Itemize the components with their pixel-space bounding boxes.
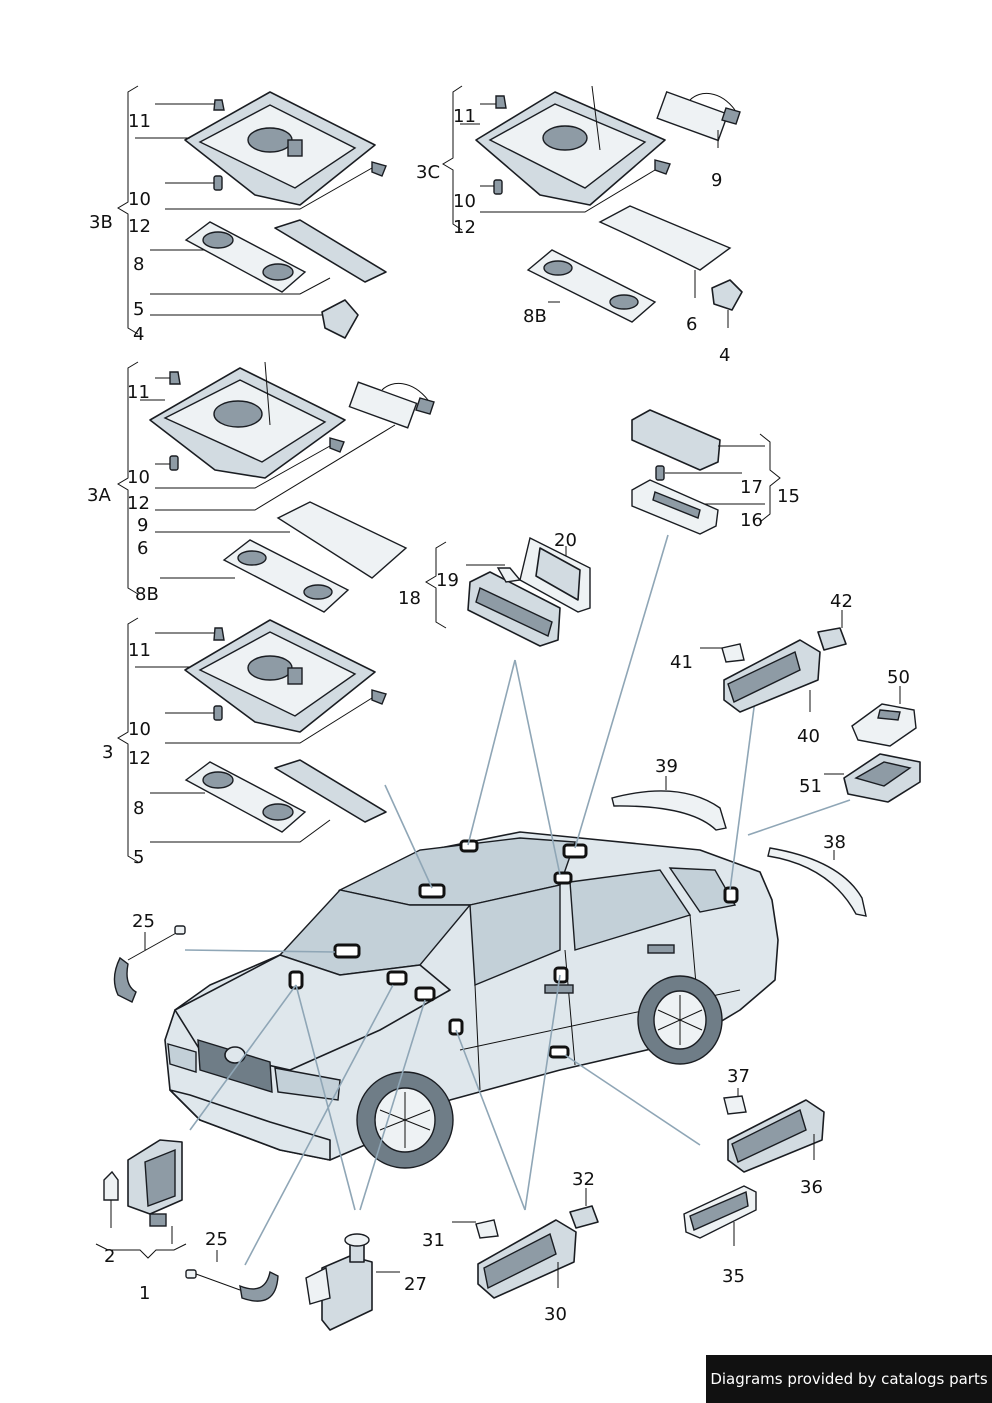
assembly-3A bbox=[117, 361, 435, 613]
label-10-3B: 10 bbox=[128, 189, 151, 210]
label-11-3B: 11 bbox=[128, 111, 151, 132]
marker-windscreen bbox=[333, 943, 361, 959]
label-9-3C: 9 bbox=[711, 170, 722, 191]
marker-dash bbox=[386, 970, 408, 986]
label-18: 18 bbox=[398, 588, 421, 609]
lamp-location-markers bbox=[288, 839, 739, 1059]
marker-trunk bbox=[723, 886, 739, 904]
label-50: 50 bbox=[887, 667, 910, 688]
label-2: 2 bbox=[104, 1246, 115, 1267]
label-35: 35 bbox=[722, 1266, 745, 1287]
group-36 bbox=[723, 1088, 825, 1173]
group-15 bbox=[631, 409, 781, 535]
label-41: 41 bbox=[670, 652, 693, 673]
label-11-3A: 11 bbox=[127, 382, 150, 403]
label-25-lower: 25 bbox=[205, 1229, 228, 1250]
label-38: 38 bbox=[823, 832, 846, 853]
label-8-3B: 8 bbox=[133, 254, 144, 275]
label-10-3A: 10 bbox=[127, 467, 150, 488]
label-8B-3C: 8B bbox=[523, 306, 547, 327]
label-5-3: 5 bbox=[133, 847, 144, 868]
label-11-3: 11 bbox=[128, 640, 151, 661]
label-15: 15 bbox=[777, 486, 800, 507]
label-42: 42 bbox=[830, 591, 853, 612]
part-27 bbox=[305, 1233, 400, 1331]
car-illustration bbox=[164, 831, 779, 1169]
label-27: 27 bbox=[404, 1274, 427, 1295]
label-4-3C: 4 bbox=[719, 345, 730, 366]
label-12-3A: 12 bbox=[127, 493, 150, 514]
label-10-3: 10 bbox=[128, 719, 151, 740]
marker-sill bbox=[548, 1045, 570, 1059]
marker-roof-windscreen bbox=[418, 883, 446, 899]
label-6-3C: 6 bbox=[686, 314, 697, 335]
label-11-3C: 11 bbox=[453, 106, 476, 127]
label-1: 1 bbox=[139, 1283, 150, 1304]
group-18 bbox=[425, 536, 591, 647]
label-12-3B: 12 bbox=[128, 216, 151, 237]
marker-glovebox bbox=[414, 986, 436, 1002]
label-36: 36 bbox=[800, 1177, 823, 1198]
credit-banner: Diagrams provided by catalogs parts bbox=[706, 1355, 992, 1403]
label-4-3B: 4 bbox=[133, 324, 144, 345]
label-32: 32 bbox=[572, 1169, 595, 1190]
label-31: 31 bbox=[422, 1230, 445, 1251]
part-25-lower bbox=[185, 1250, 279, 1302]
label-30: 30 bbox=[544, 1304, 567, 1325]
group-30 bbox=[452, 1188, 599, 1299]
guide-lines bbox=[184, 534, 851, 1266]
label-5-3B: 5 bbox=[133, 299, 144, 320]
label-25-upper: 25 bbox=[132, 911, 155, 932]
assembly-3 bbox=[117, 617, 387, 863]
label-20: 20 bbox=[554, 530, 577, 551]
label-10-3C: 10 bbox=[453, 191, 476, 212]
label-17: 17 bbox=[740, 477, 763, 498]
label-8-3: 8 bbox=[133, 798, 144, 819]
label-3B: 3B bbox=[89, 212, 113, 233]
group-40 bbox=[700, 610, 847, 713]
label-3C: 3C bbox=[416, 162, 440, 183]
label-12-3: 12 bbox=[128, 748, 151, 769]
assembly-3B bbox=[117, 85, 387, 339]
marker-front-door bbox=[448, 1018, 464, 1036]
marker-roof-rear bbox=[562, 843, 588, 859]
label-9-3A: 9 bbox=[137, 515, 148, 536]
label-3: 3 bbox=[102, 742, 113, 763]
group-38-39 bbox=[611, 776, 867, 917]
label-40: 40 bbox=[797, 726, 820, 747]
label-16: 16 bbox=[740, 510, 763, 531]
label-39: 39 bbox=[655, 756, 678, 777]
label-19: 19 bbox=[436, 570, 459, 591]
group-1 bbox=[95, 1139, 187, 1259]
part-35 bbox=[683, 1185, 757, 1246]
label-37: 37 bbox=[727, 1066, 750, 1087]
part-25-upper bbox=[113, 925, 186, 1003]
label-51: 51 bbox=[799, 776, 822, 797]
part-labels: 11 10 3B 12 8 5 4 11 3C 9 10 12 8B 6 4 1… bbox=[87, 106, 910, 1325]
marker-pillar bbox=[553, 871, 573, 885]
marker-rear-door bbox=[553, 966, 569, 984]
label-3A: 3A bbox=[87, 485, 111, 506]
assembly-3C bbox=[442, 85, 743, 328]
label-12-3C: 12 bbox=[453, 217, 476, 238]
label-8B-3A: 8B bbox=[135, 584, 159, 605]
group-50 bbox=[824, 686, 921, 803]
label-6-3A: 6 bbox=[137, 538, 148, 559]
